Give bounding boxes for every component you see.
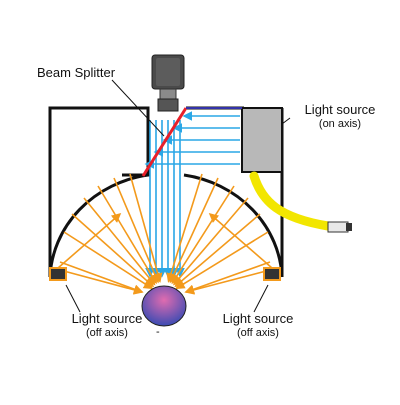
off-axis-ray [97,185,157,285]
on-axis-horizontal-rays [144,111,240,169]
off-axis-ray [166,173,203,283]
beam-splitter-label: Beam Splitter [37,65,116,80]
on-axis-light-box [241,107,283,173]
cable-icon [249,171,352,233]
off-axis-ray [59,261,144,294]
on-axis-light-sub: (on axis) [318,117,362,130]
off-axis-left-title: Light source [71,311,143,326]
off-axis-ray [173,197,249,286]
off-axis-rays [57,173,273,295]
off-axis-ray [184,261,271,294]
on-axis-downward-rays [145,120,185,278]
off-axis-left-sub: (off axis) [86,326,128,339]
off-axis-right-label: Light source (off axis) [203,311,313,340]
off-axis-ray [57,212,122,269]
off-axis-ray [171,185,235,285]
off-axis-source-left [49,267,67,281]
off-axis-ray [208,212,273,269]
on-axis-light-label: Light source (on axis) [290,102,390,131]
off-axis-ray [83,197,156,286]
off-axis-right-title: Light source [222,311,294,326]
on-axis-light-title: Light source [304,102,376,117]
off-axis-right-sub: (off axis) [237,326,279,339]
off-axis-source-right [263,267,281,281]
beam-splitter [141,107,242,177]
off-axis-left-label: Light source (off axis) [42,311,172,340]
off-axis-ray [71,213,155,288]
off-axis-ray [174,213,261,288]
camera-icon [151,54,185,112]
off-axis-ray [63,231,154,290]
off-axis-ray [59,269,144,295]
off-axis-ray [129,173,163,283]
off-axis-ray [169,177,219,284]
sphere-object-icon [141,285,187,327]
leader-lines [65,79,291,313]
object-mark: - [156,326,160,338]
off-axis-ray [113,177,160,284]
off-axis-ray [175,231,269,290]
off-axis-ray [184,269,271,295]
